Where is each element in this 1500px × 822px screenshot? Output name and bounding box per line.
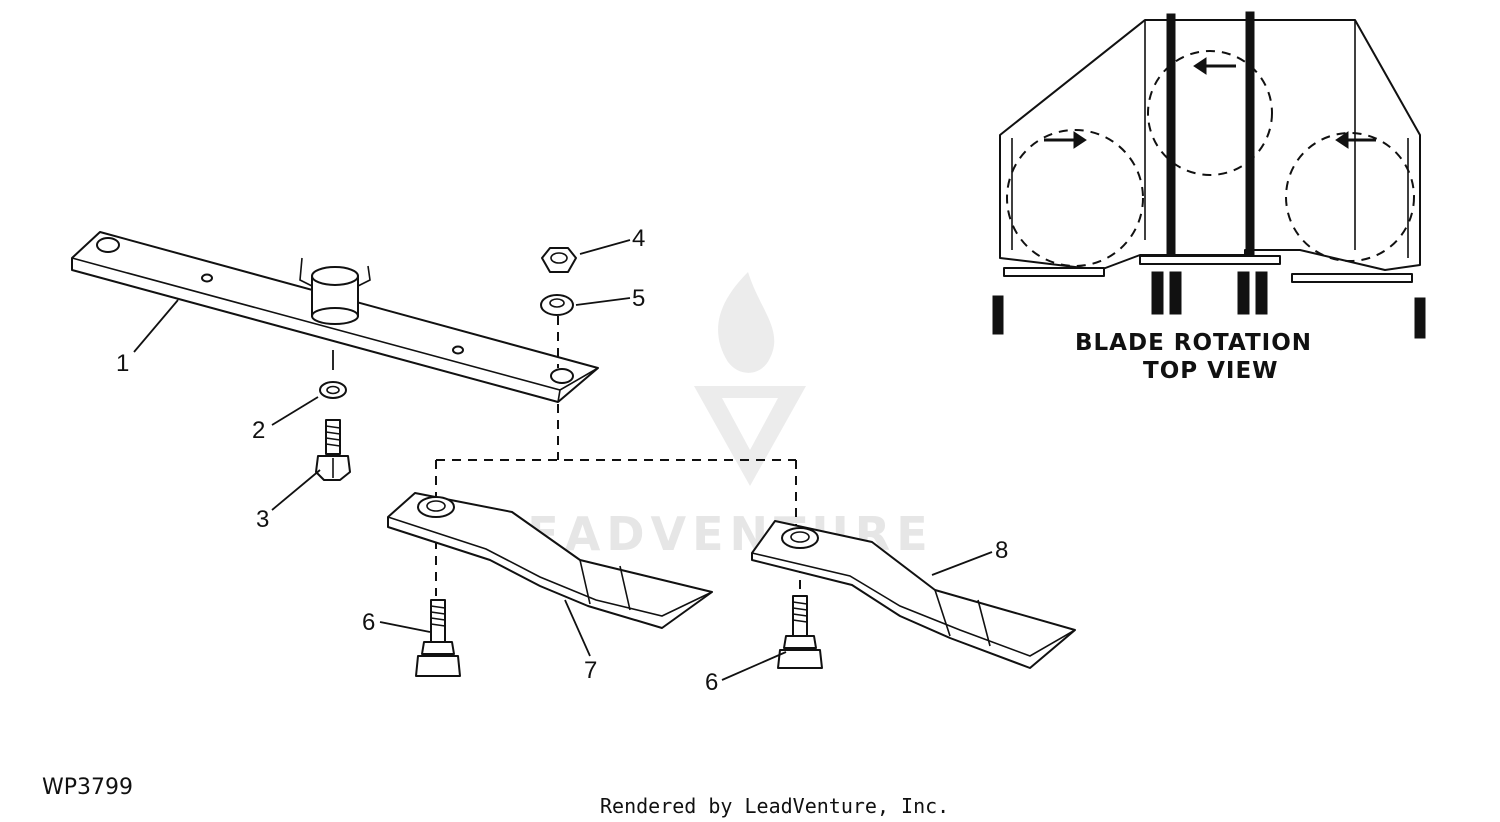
- callout-2: 2: [252, 417, 265, 444]
- part-7-blade-left: [387, 492, 713, 629]
- callout-4: 4: [632, 225, 645, 252]
- callouts: 1 2 3 4 5 6 7 6 8: [116, 225, 1008, 696]
- callout-3: 3: [256, 506, 269, 533]
- center-blade-circle: [1147, 50, 1273, 176]
- left-blade-circle: [1006, 129, 1144, 267]
- part-2-lock-washer: [319, 350, 347, 399]
- watermark-flame-icon: [718, 272, 775, 373]
- left-rotation-arrow-icon: [1044, 131, 1087, 149]
- part-1-blade-bar: [71, 231, 599, 403]
- callout-6-right: 6: [705, 669, 718, 696]
- right-rotation-arrow-icon: [1335, 131, 1376, 149]
- part-3-cap-screw: [315, 419, 351, 481]
- part-6-blade-bolt-right: [777, 595, 823, 669]
- inset-title-line-1: BLADE ROTATION: [1075, 330, 1312, 356]
- footer-credit: Rendered by LeadVenture, Inc.: [600, 794, 949, 818]
- watermark: LEADVENTURE: [492, 272, 928, 561]
- leader-lines: [133, 239, 993, 681]
- part-8-blade-right: [751, 520, 1076, 669]
- part-6-blade-bolt-left: [415, 599, 461, 677]
- blade-rotation-inset: BLADE ROTATION TOP VIEW: [992, 11, 1426, 384]
- right-blade-circle: [1285, 132, 1415, 262]
- callout-6-left: 6: [362, 609, 375, 636]
- part-5-washer: [540, 294, 574, 316]
- callout-1: 1: [116, 350, 129, 377]
- callout-5: 5: [632, 285, 645, 312]
- callout-8: 8: [995, 537, 1008, 564]
- inset-title-line-2: TOP VIEW: [1143, 358, 1279, 384]
- drawing-code: WP3799: [42, 775, 133, 800]
- center-rotation-arrow-icon: [1193, 57, 1236, 75]
- watermark-v-icon: [694, 386, 806, 486]
- part-4-nut: [541, 247, 577, 273]
- callout-7: 7: [584, 657, 597, 684]
